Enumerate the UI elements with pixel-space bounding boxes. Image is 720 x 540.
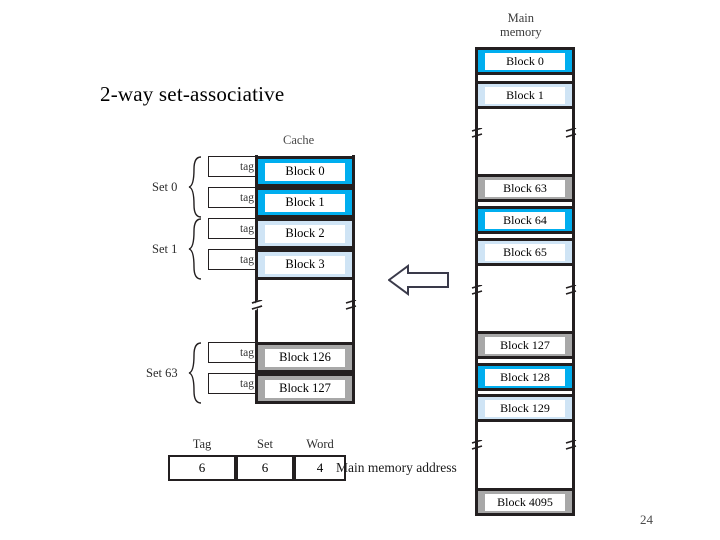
cache-block-127-label: Block 127 (265, 379, 345, 398)
memory-block-65-label: Block 65 (485, 243, 565, 261)
cache-block-2-label: Block 2 (265, 224, 345, 243)
address-field-set-header: Set (257, 437, 273, 451)
address-field-word-header: Word (306, 437, 334, 451)
memory-block-1: Block 1 (475, 81, 575, 109)
page-title: 2-way set-associative (100, 82, 285, 106)
address-field-word-bits: 4 (294, 455, 346, 481)
memory-block-64-label: Block 64 (485, 211, 565, 229)
set-63-label: Set 63 (146, 366, 178, 380)
memory-block-4095-label: Block 4095 (485, 493, 565, 511)
main-memory-label-line2: memory (500, 25, 542, 39)
cache-block-127: Block 127 (255, 373, 355, 404)
page-number: 24 (640, 512, 653, 527)
main-memory-label: Main memory (500, 11, 542, 39)
memory-block-65: Block 65 (475, 238, 575, 266)
memory-block-129: Block 129 (475, 394, 575, 422)
cache-block-126: Block 126 (255, 342, 355, 373)
main-memory-outline (475, 47, 575, 516)
address-field-set-bits: 6 (236, 455, 294, 481)
memory-block-0: Block 0 (475, 47, 575, 75)
memory-block-4095: Block 4095 (475, 488, 575, 516)
cache-label: Cache (283, 133, 315, 147)
cache-block-3-label: Block 3 (265, 255, 345, 274)
memory-block-63: Block 63 (475, 174, 575, 202)
address-field-tag-bits: 6 (168, 455, 236, 481)
main-memory-label-line1: Main (507, 11, 535, 25)
set-1-label: Set 1 (152, 242, 178, 256)
cache-block-0: Block 0 (255, 156, 355, 187)
memory-block-127-label: Block 127 (485, 336, 565, 354)
set-0-brace (188, 156, 202, 218)
set-1-brace (188, 218, 202, 280)
set-0-label: Set 0 (152, 180, 178, 194)
address-field-tag-header: Tag (192, 437, 212, 451)
cache-block-2: Block 2 (255, 218, 355, 249)
memory-block-0-label: Block 0 (485, 52, 565, 70)
memory-block-1-label: Block 1 (485, 86, 565, 104)
cache-block-1-label: Block 1 (265, 193, 345, 212)
cache-block-1: Block 1 (255, 187, 355, 218)
left-arrow-icon (388, 264, 449, 296)
memory-block-64: Block 64 (475, 206, 575, 234)
memory-block-129-label: Block 129 (485, 399, 565, 417)
address-caption: Main memory address (336, 460, 457, 475)
set-63-brace (188, 342, 202, 404)
cache-block-0-label: Block 0 (265, 162, 345, 181)
memory-block-128-label: Block 128 (485, 368, 565, 386)
memory-block-63-label: Block 63 (485, 179, 565, 197)
memory-block-127: Block 127 (475, 331, 575, 359)
cache-block-3: Block 3 (255, 249, 355, 280)
cache-block-126-label: Block 126 (265, 348, 345, 367)
memory-block-128: Block 128 (475, 363, 575, 391)
